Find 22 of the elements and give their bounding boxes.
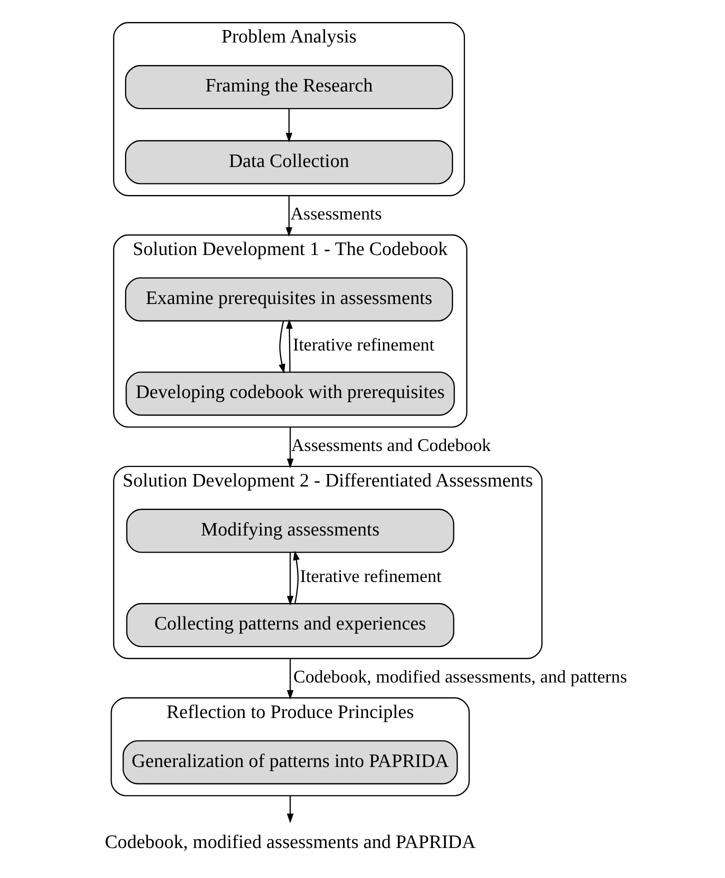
arrow — [285, 196, 292, 237]
node-text: Codebook, modified assessments and PAPRIDA — [104, 832, 476, 853]
edge-label: Codebook, modified assessments, and patterns — [292, 666, 627, 686]
node-box: Generalization of patterns into PAPRIDA — [122, 740, 458, 784]
node-box: Developing codebook with prerequisites — [125, 372, 454, 416]
arrow — [278, 320, 285, 374]
arrow — [286, 427, 294, 468]
node-box: Collecting patterns and experiences — [126, 603, 454, 648]
edge-label: Assessments — [290, 203, 382, 224]
arrow — [286, 796, 294, 824]
node-box: Framing the Research — [124, 65, 453, 110]
edge-label: Iterative refinement — [300, 566, 441, 586]
arrow — [285, 108, 292, 142]
node-box: Modifying assessments — [126, 508, 454, 553]
arrow — [286, 319, 292, 372]
arrow — [286, 552, 294, 606]
arrow — [292, 550, 300, 604]
edge-label: Assessments and Codebook — [290, 434, 490, 455]
node-box: Data Collection — [124, 140, 453, 184]
edge-label: Iterative refinement — [292, 334, 434, 355]
arrow — [286, 658, 294, 700]
node-box: Examine prerequisites in assessments — [124, 277, 453, 322]
